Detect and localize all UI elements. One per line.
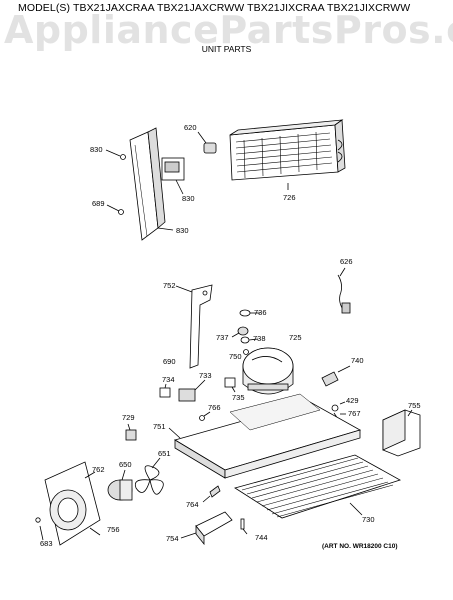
- condenser-coil: [229, 119, 346, 190]
- callout-744: 744: [255, 533, 268, 542]
- callout-725: 725: [289, 333, 302, 342]
- callout-762: 762: [92, 465, 105, 474]
- relay-bracket: [161, 157, 185, 195]
- callout-626: 626: [340, 257, 353, 266]
- callout-730: 730: [362, 515, 375, 524]
- callout-750: 750: [229, 352, 242, 361]
- capacitor: [125, 423, 137, 441]
- compressor: [242, 347, 294, 395]
- mounting-channel: [105, 127, 174, 241]
- section-title: UNIT PARTS: [201, 44, 252, 54]
- model-numbers: MODEL(S) TBX21JAXCRAA TBX21JAXCRWW TBX21…: [18, 2, 411, 14]
- grommets: [231, 309, 260, 355]
- callout-683: 683: [40, 539, 53, 548]
- angle-bracket: [382, 409, 421, 457]
- fan-motor: [107, 469, 133, 501]
- callout-726: 726: [283, 193, 296, 202]
- drier-clips: [331, 401, 346, 420]
- callout-734: 734: [162, 375, 175, 384]
- callout-766: 766: [208, 403, 221, 412]
- bottom-small-parts: [180, 485, 248, 546]
- callout-620: 620: [184, 123, 197, 132]
- art-number: (ART NO. WR18200 C10): [322, 543, 398, 550]
- callout-751: 751: [153, 422, 166, 431]
- callout-650: 650: [119, 460, 132, 469]
- callout-429: 429: [346, 396, 359, 405]
- callout-830: 830: [90, 145, 103, 154]
- power-cord: [337, 267, 351, 314]
- callout-651: 651: [158, 449, 171, 458]
- callout-830: 830: [182, 194, 195, 203]
- callout-738: 738: [253, 334, 266, 343]
- callout-690: 690: [163, 357, 176, 366]
- callout-752: 752: [163, 281, 176, 290]
- callout-756: 756: [107, 525, 120, 534]
- callout-755: 755: [408, 401, 421, 410]
- screw: [199, 411, 211, 421]
- callout-830: 830: [176, 226, 189, 235]
- callout-754: 754: [166, 534, 179, 543]
- callout-729: 729: [122, 413, 135, 422]
- compressor-base-plate: [168, 393, 362, 479]
- callout-764: 764: [186, 500, 199, 509]
- drain-fitting: [197, 131, 217, 154]
- tube-clip: [321, 365, 351, 387]
- fan-shroud: [44, 461, 101, 546]
- fan-blade: [134, 457, 164, 495]
- callout-767: 767: [348, 409, 361, 418]
- callout-689: 689: [92, 199, 105, 208]
- callout-735: 735: [232, 393, 245, 402]
- bottom-condenser: [234, 454, 402, 519]
- callout-740: 740: [351, 356, 364, 365]
- relay-components: [159, 377, 236, 402]
- compressor-bracket-arm: [175, 284, 213, 369]
- callout-736: 736: [254, 308, 267, 317]
- callout-733: 733: [199, 371, 212, 380]
- shroud-fasteners: [35, 517, 101, 541]
- callout-737: 737: [216, 333, 229, 342]
